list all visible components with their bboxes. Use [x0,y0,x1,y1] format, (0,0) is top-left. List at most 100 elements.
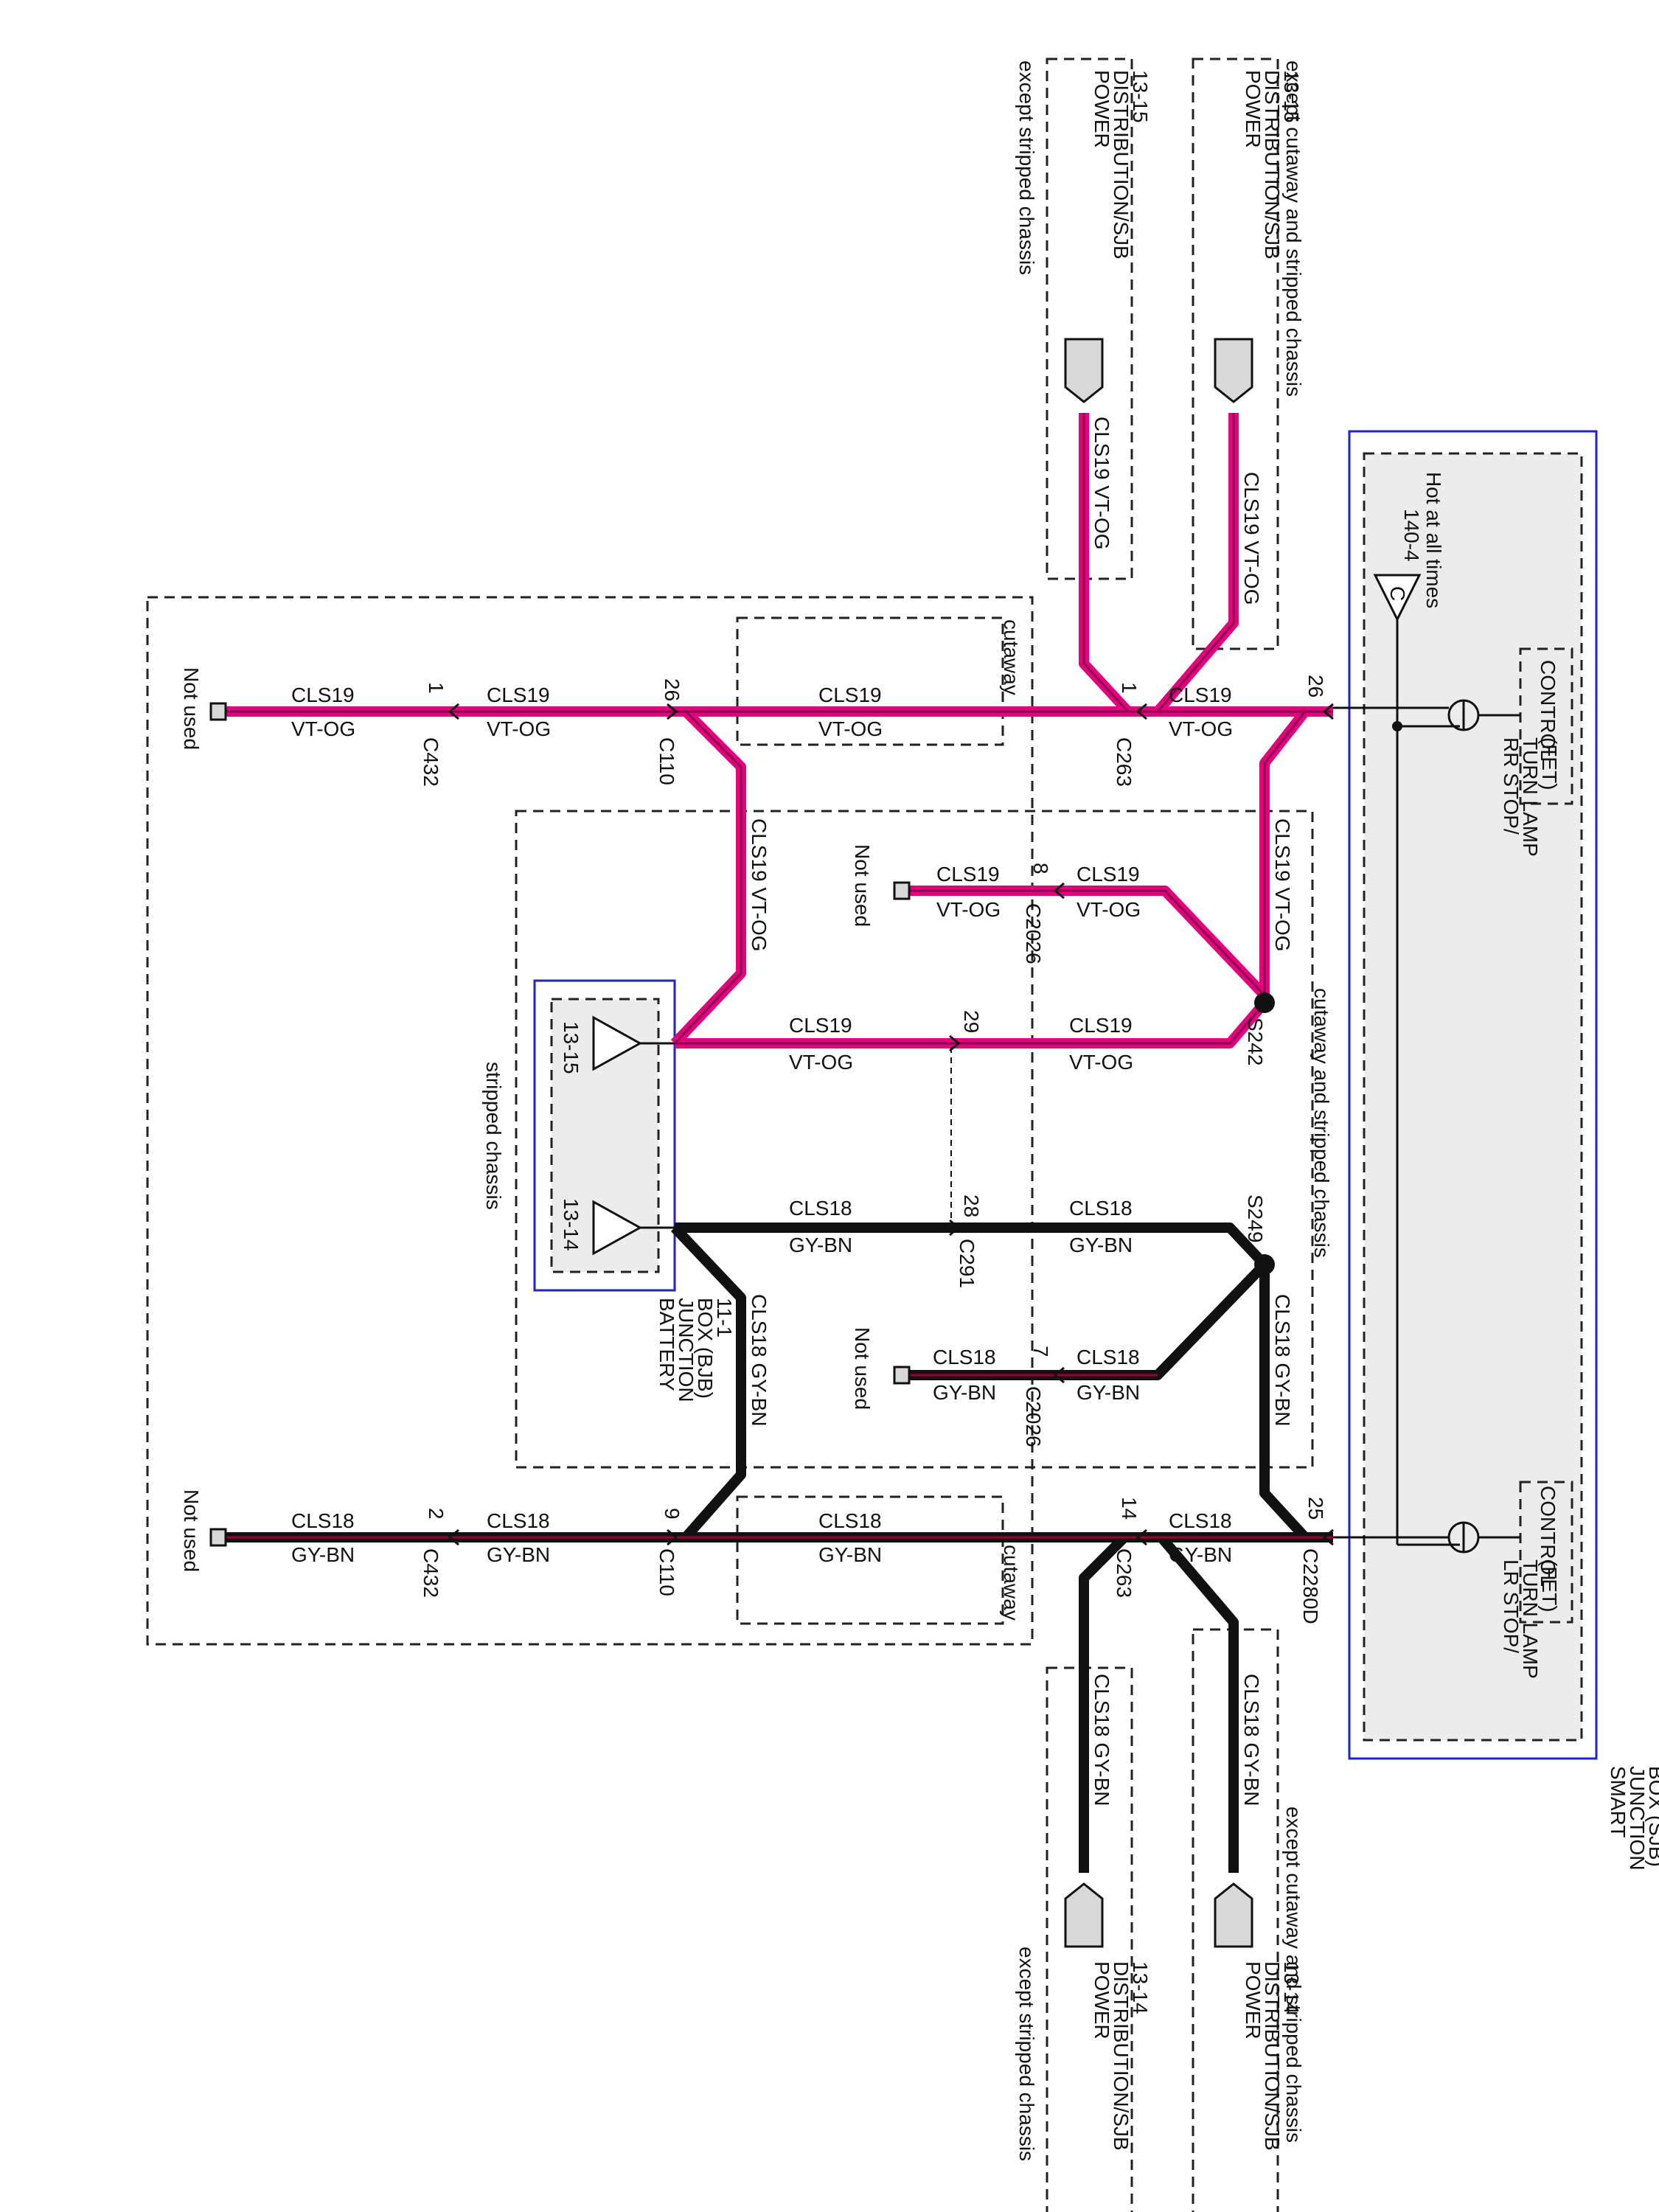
battery-junction-box [533,979,676,1292]
pin-number: 9 [661,1508,684,1520]
connector-label: C2280D [1299,1548,1322,1624]
power-dist-pin-icon [1214,338,1253,403]
wire-gy-bn-bjb [670,1224,746,1541]
pin-number: 26 [661,678,684,701]
wire-label-vertical: CLS18 GY-BN [1271,1294,1294,1427]
splice-label: S249 [1244,1194,1267,1242]
wire-label-vertical: CLS19 VT-OG [1271,818,1294,952]
condition-label: except stripped chassis [1015,1947,1038,2161]
wire-label: CLS18 [1169,1509,1232,1532]
sjb-hot-label: Hot at all times [1422,472,1445,608]
wire-label: CLS19 [1069,1014,1133,1037]
cutaway-box-bottom [736,1495,1004,1625]
bjb-pin-icon-13-14 [592,1200,643,1256]
condition-label: cutaway [1000,1545,1023,1621]
condition-label: stripped chassis [482,1062,505,1210]
power-dist-line: 13-15 [1129,70,1152,123]
pin-number: 2 [425,1508,448,1520]
splice-s249-icon [1254,1254,1275,1275]
wire-label-vertical: CLS18 GY-BN [1240,1674,1263,1806]
wire-label-vertical: CLS19 VT-OG [1240,472,1263,605]
not-used-label: Not used [180,667,203,750]
main-harness-box [146,596,1034,1646]
wire-gy-bn-pd-bottom-right [1157,1534,1239,1873]
wire-label: CLS19 [789,1014,852,1037]
pin-number: 29 [960,1010,983,1033]
connector-label: C2026 [1022,903,1045,964]
condition-label: cutaway [1000,619,1023,695]
sjb-inner [1363,452,1583,1742]
sjb-control-label: CONTROL [1537,660,1559,761]
connector-label: C291 [956,1239,978,1288]
wire-color: GY-BN [291,1543,355,1566]
connector-label: C432 [420,1548,442,1598]
sjb-control-label: CONTROL [1537,1486,1559,1587]
not-used-label: Not used [851,844,874,927]
sjb-control-box-bottom [1519,1481,1573,1624]
pin-number: 25 [1304,1497,1327,1520]
pin-number: 26 [1304,675,1327,698]
wire-label: CLS18 [789,1197,852,1220]
wire-gy-bn-c291 [675,1222,1269,1268]
wire-label: CLS18 [818,1509,882,1532]
wire-label: CLS18 [487,1509,550,1532]
pin-number: 8 [1029,863,1052,874]
wire-color: VT-OG [291,717,355,740]
power-dist-line: DISTRIBUTION/SJB [1110,70,1133,260]
wire-color: VT-OG [936,898,1001,921]
power-dist-label-top-left: POWER DISTRIBUTION/SJB 13-15 [1091,70,1152,265]
sjb-rr-lamp-label: RR STOP/ TURN LAMP (FET) [1500,737,1561,862]
connector-label: C432 [420,737,442,787]
power-dist-pin-icon [1064,338,1104,403]
option-boxes [146,58,1314,2212]
wire-color: GY-BN [789,1234,852,1256]
connector-label: C110 [655,737,678,785]
wire-color: GY-BN [487,1543,550,1566]
wire-label: CLS18 [933,1346,996,1368]
wire-vt-og-bjb [670,708,746,1047]
bjb-ref-label: 13-14 [560,1198,582,1251]
wire-label: CLS19 [1169,684,1232,706]
cutaway-box-top [736,616,1004,746]
power-dist-box-top-left [1046,58,1133,580]
wire-label: CLS18 [1077,1346,1140,1368]
wire-color: GY-BN [933,1381,996,1404]
not-used-label: Not used [180,1489,203,1572]
pin-number: 1 [425,682,448,694]
power-dist-pin-icon [1214,1882,1253,1948]
not-used-label: Not used [851,1327,874,1410]
pin-number: 14 [1118,1497,1141,1520]
power-dist-pin-icon [1064,1882,1104,1948]
wire-label: CLS19 [936,863,1000,886]
wire-color: VT-OG [1169,717,1233,740]
wire-gy-bn-drop [1259,1265,1310,1541]
not-used-terminal-icon [893,881,911,900]
bjb-outline [533,979,676,1292]
wire-color: GY-BN [1069,1234,1133,1256]
sjb-fuse-letter: C [1386,586,1409,601]
sjb-outline [1348,430,1598,1760]
pin-number: 7 [1029,1346,1052,1357]
not-used-terminal-icon [209,702,227,721]
wire-label-vertical: CLS19 VT-OG [1091,417,1113,550]
wire-label-vertical: CLS18 GY-BN [748,1294,771,1427]
wire-label: CLS19 [487,684,550,706]
wire-color: GY-BN [818,1543,882,1566]
wire-label: CLS19 [1077,863,1140,886]
connector-label: C110 [655,1548,678,1596]
fuse-icon [1373,574,1422,622]
wire-label: CLS19 [818,684,882,706]
bjb-pin-icon-13-15 [592,1015,643,1071]
power-dist-label-bottom-left: POWER DISTRIBUTION/SJB 13-14 [1091,1961,1152,2156]
wire-color: GY-BN [1169,1543,1232,1566]
sjb-lr-lamp-label: LR STOP/ TURN LAMP (FET) [1500,1559,1561,1684]
sjb-control-box-top [1519,647,1573,805]
condition-label: except cutaway and stripped chassis [1282,1806,1305,2143]
not-used-terminal-icon [893,1366,911,1385]
wire-labels: CLS19 VT-OG CLS19 VT-OG CLS19 VT-OG CLS1… [291,684,1233,1566]
condition-label: cutaway and stripped chassis [1310,988,1333,1258]
wire-color: VT-OG [789,1051,853,1074]
wire-label-vertical: CLS18 GY-BN [1091,1674,1113,1806]
sjb-fuse-ref: 140-4 [1400,509,1423,562]
